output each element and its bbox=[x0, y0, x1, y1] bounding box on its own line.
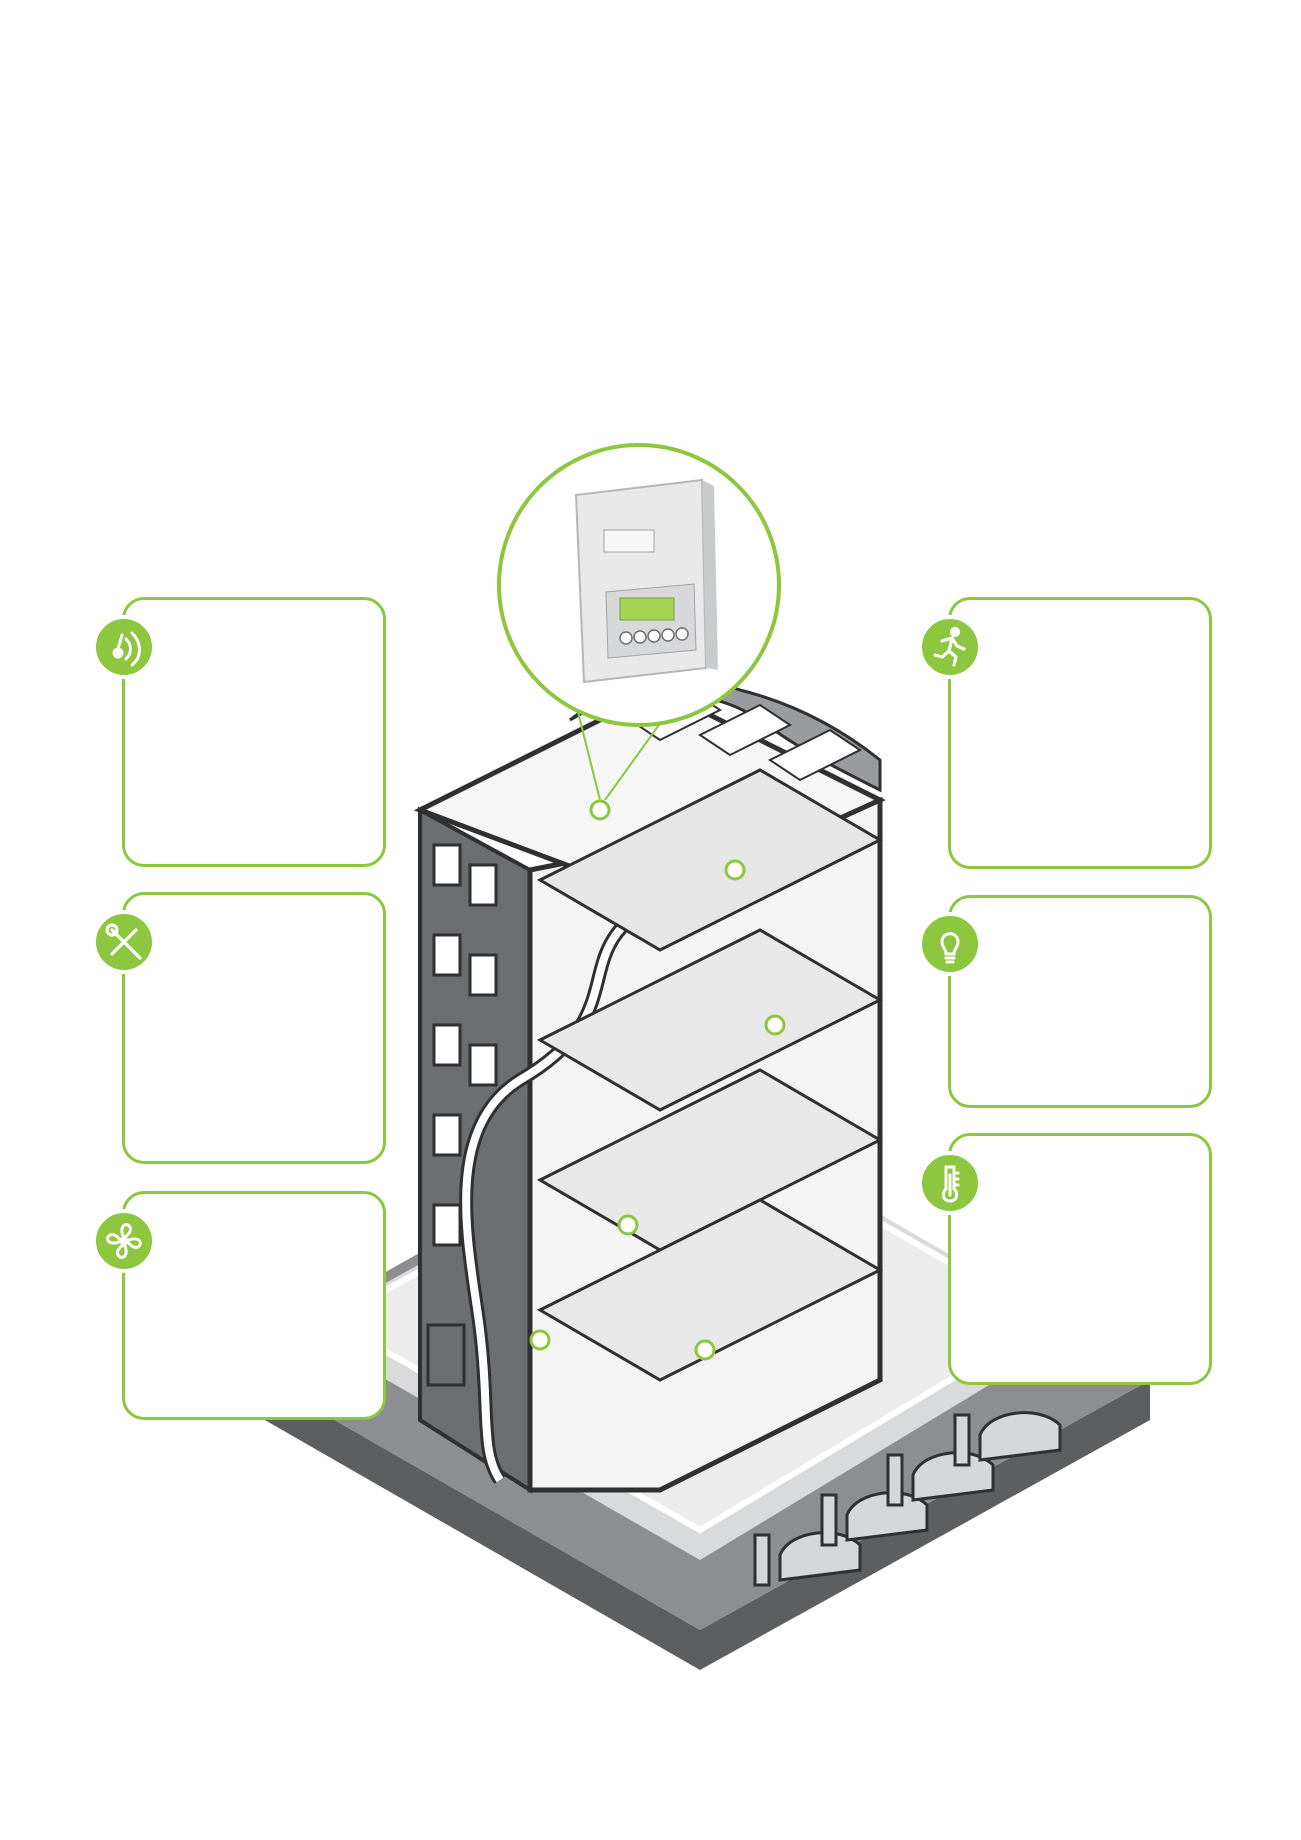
feature-panel-lighting bbox=[948, 895, 1212, 1108]
light-bulb-icon bbox=[918, 912, 982, 976]
running-person-icon bbox=[918, 615, 982, 679]
thermometer-icon bbox=[918, 1151, 982, 1215]
sound-wave-icon bbox=[92, 615, 156, 679]
parking-lot bbox=[753, 1411, 1062, 1587]
feature-panel-maintenance bbox=[122, 892, 386, 1164]
feature-panel-acoustics bbox=[122, 597, 386, 867]
fan-icon bbox=[92, 1209, 156, 1273]
building bbox=[413, 678, 886, 1494]
feature-panel-temperature bbox=[948, 1133, 1212, 1385]
feature-panel-ventilation bbox=[122, 1191, 386, 1420]
feature-panel-occupancy bbox=[948, 597, 1212, 869]
tools-icon bbox=[92, 910, 156, 974]
controller-zoom-callout bbox=[497, 443, 781, 727]
